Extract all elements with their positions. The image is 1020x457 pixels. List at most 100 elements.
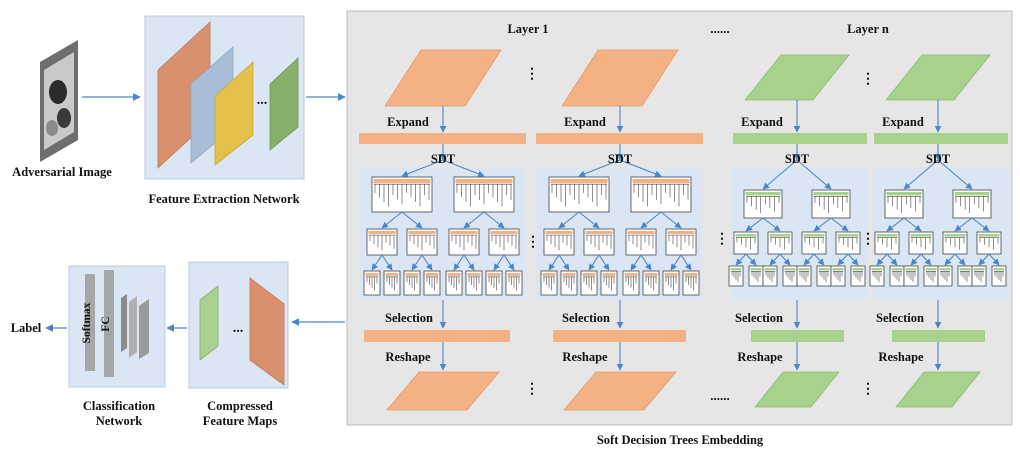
arrow-l2-col4-1 [903,217,922,232]
arrow-l2-col2-1 [578,211,600,229]
feature-extraction-caption: Feature Extraction Network [148,192,299,206]
arrow-l2-col1-2 [463,211,485,229]
sdt-node-l3-col4-4 [937,265,953,287]
fe-ellipsis: ... [257,93,268,108]
arrow-l3-col3-4 [803,253,815,266]
adversarial-image [40,40,78,162]
reshape-label-col3: Reshape [737,350,783,364]
sdt-node-l3-col2-6 [662,270,680,296]
sdt-node-l3-col4-0 [869,265,885,287]
sdt-node-l3-col1-0 [363,270,381,296]
arrow-root-col4-1 [937,159,973,190]
arrow-l3-col2-7 [680,254,692,271]
classification-caption-line1: Classification [83,399,155,413]
selection-label-col2: Selection [562,311,610,325]
expand-label-col3: Expand [741,115,783,129]
arrow-l2-col2-3 [660,211,682,229]
arrow-l3-col2-0 [548,254,560,271]
sdt-node-l3-col4-6 [971,265,987,287]
sdt-node-l3-col4-5 [957,265,973,287]
sdt-node-l3-col3-4 [796,265,812,287]
input-map-col4 [885,54,991,101]
sdt-node-l3-col3-6 [830,265,846,287]
arrow-l3-col4-1 [886,253,898,266]
arrow-l3-col2-6 [670,254,682,271]
arrow-l2-col4-3 [971,217,990,232]
classifier-map-1 [121,294,127,352]
selection-label-col4: Selection [876,311,924,325]
sdt-node-l1-col2-1 [630,176,692,213]
sdt-node-l3-col1-3 [423,270,441,296]
sdt-node-l1-col1-0 [371,176,433,213]
sdt-node-l3-col2-0 [540,270,558,296]
arrow-l3-col2-4 [630,254,642,271]
fe-map-yellow [214,61,254,166]
arrow-l2-col2-2 [640,211,662,229]
arrow-l3-col3-3 [779,253,791,266]
sdt-node-l2-col4-0 [874,231,900,255]
vdots-top-1: ⋮ [525,67,539,82]
output-map-col1 [386,371,500,411]
arrow-l3-col1-5 [463,254,475,271]
sdt-node-l3-col2-3 [600,270,618,296]
sdt-node-l1-col1-1 [453,176,515,213]
sdt-node-l3-col3-0 [728,265,744,287]
sdt-node-l3-col1-7 [505,270,523,296]
vdots-mid-3: ⋮ [861,232,875,247]
sdt-node-l3-col2-5 [642,270,660,296]
sdt-node-l3-col2-4 [622,270,640,296]
layern-title: Layer n [847,22,889,36]
classification-caption-line2: Network [96,414,143,428]
sdt-label-col3: SDT [785,152,810,166]
arrow-l3-col4-3 [920,253,932,266]
sdt-node-l3-col2-7 [682,270,700,296]
arrow-l3-col2-3 [598,254,610,271]
arrow-l3-col4-6 [978,253,990,266]
sdt-node-l2-col4-1 [908,231,934,255]
vdots-top-2: ⋮ [861,72,875,87]
sdt-node-l2-col4-3 [976,231,1002,255]
arrow-l3-col3-6 [837,253,849,266]
sdt-node-l3-col3-7 [850,265,866,287]
expand-bar-col1 [359,133,526,144]
output-map-col2 [563,371,677,411]
arrow-l2-col4-0 [886,217,905,232]
vdots-bottom-2: ⋮ [861,382,875,397]
arrow-l3-col1-6 [493,254,505,271]
reshape-label-col4: Reshape [878,350,924,364]
arrow-l3-col4-5 [954,253,966,266]
sdt-node-l2-col1-0 [366,228,398,256]
arrow-root-col3-1 [796,159,832,190]
sdt-node-l2-col2-0 [543,228,575,256]
compressed-feature-panel [188,261,289,389]
arrow-root-col3-0 [762,159,798,190]
sdt-label-col4: SDT [926,152,951,166]
sdt-node-l2-col2-3 [665,228,697,256]
sdt-node-l1-col3-0 [743,189,783,219]
sdt-node-l3-col4-7 [991,265,1007,287]
fe-map-green [269,57,299,151]
sdt-node-l3-col4-2 [903,265,919,287]
sdt-node-l3-col4-3 [923,265,939,287]
sdt-columns: ExpandSDTSelectionReshapeExpandSDTSelect… [359,49,1009,411]
arrow-l3-col2-2 [588,254,600,271]
selection-label-col1: Selection [385,311,433,325]
sdt-node-l3-col2-2 [580,270,598,296]
sdt-label-col1: SDT [431,152,456,166]
arrow-l3-col2-1 [558,254,570,271]
arrow-l2-col3-1 [762,217,781,232]
arrow-l3-col3-5 [813,253,825,266]
reshape-label-col1: Reshape [385,350,431,364]
layer-gap-dots: ...... [710,21,730,36]
arrow-l3-col4-0 [876,253,888,266]
arrow-l2-col3-0 [745,217,764,232]
sdt-node-l3-col3-5 [816,265,832,287]
arrow-l3-col1-4 [453,254,465,271]
output-map-col3 [754,371,840,408]
arrow-l3-col3-0 [735,253,747,266]
arrow-root-col2-1 [619,159,662,177]
arrow-l2-col2-0 [558,211,580,229]
selection-bar-col3 [751,330,844,342]
sdt-node-l2-col2-1 [583,228,615,256]
